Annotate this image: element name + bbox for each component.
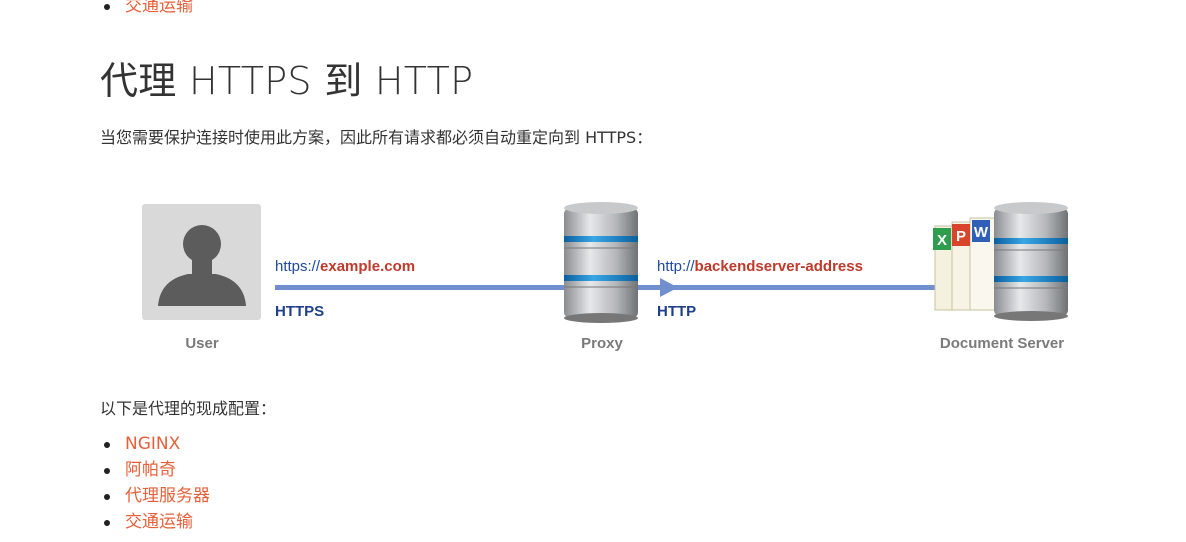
- link-traffic-server[interactable]: 交通运输: [125, 512, 193, 532]
- list-item: 交通运输: [104, 0, 193, 21]
- https-protocol-label: HTTPS: [275, 303, 324, 320]
- http-url: http://backendserver-address: [657, 258, 863, 275]
- list-item: 交通运输: [104, 511, 210, 537]
- http-protocol-label: HTTP: [657, 303, 696, 320]
- user-avatar-icon: [142, 204, 261, 320]
- http-host: backendserver-address: [695, 258, 863, 275]
- list-item: 阿帕奇: [104, 459, 210, 485]
- https-url: https://example.com: [275, 258, 415, 275]
- link-proxy-server[interactable]: 代理服务器: [125, 486, 210, 506]
- link-nginx[interactable]: NGINX: [125, 434, 181, 454]
- link-apache[interactable]: 阿帕奇: [125, 460, 176, 480]
- excel-letter: X: [937, 232, 947, 249]
- link-traffic-server-top[interactable]: 交通运输: [125, 0, 193, 16]
- list-item: NGINX: [104, 433, 210, 459]
- top-link-list: 交通运输: [104, 0, 193, 21]
- proxy-diagram: User https://example.com HTTPS Proxy htt…: [142, 202, 1068, 352]
- list-item: 代理服务器: [104, 485, 210, 511]
- configs-lead: 以下是代理的现成配置：: [100, 399, 277, 418]
- document-server-label: Document Server: [940, 335, 1064, 352]
- powerpoint-letter: P: [956, 228, 966, 245]
- proxy-label: Proxy: [581, 335, 623, 352]
- http-scheme: http://: [657, 258, 695, 275]
- word-letter: W: [974, 224, 989, 241]
- https-scheme: https://: [275, 258, 321, 275]
- section-heading: 代理 HTTPS 到 HTTP: [100, 59, 474, 103]
- config-link-list: NGINX 阿帕奇 代理服务器 交通运输: [104, 433, 210, 537]
- intro-paragraph: 当您需要保护连接时使用此方案，因此所有请求都必须自动重定向到 HTTPS：: [100, 128, 653, 147]
- proxy-server-icon: [564, 202, 638, 323]
- document-server-icon: X P W: [933, 202, 1068, 321]
- user-label: User: [185, 335, 219, 352]
- https-host: example.com: [320, 258, 415, 275]
